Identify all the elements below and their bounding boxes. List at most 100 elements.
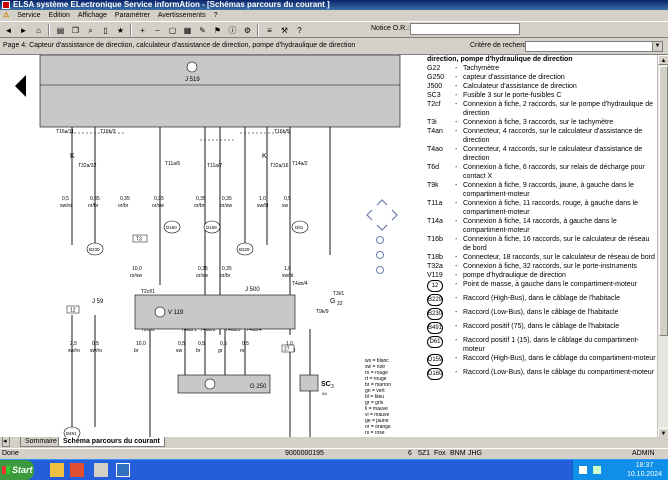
svg-text:sw/ro: sw/ro bbox=[90, 348, 102, 354]
legend-dash: - bbox=[455, 236, 458, 243]
ground-k-label: K bbox=[262, 153, 267, 160]
svg-text:rs = rose: rs = rose bbox=[365, 430, 385, 436]
svg-text:1,0: 1,0 bbox=[284, 266, 291, 272]
legend-row: T2cf-Connexion à fiche, 2 raccords, sur … bbox=[425, 100, 657, 118]
fit-icon[interactable]: ▢ bbox=[168, 26, 177, 35]
legend-desc: Connexion à fiche, 3 raccords, sur le ta… bbox=[463, 119, 614, 126]
search-icon[interactable]: ⌕ bbox=[88, 26, 93, 35]
elsa-task-icon[interactable] bbox=[116, 463, 130, 477]
legend-desc: Raccord (High-Bus), dans le câblage de l… bbox=[463, 295, 620, 302]
start-button[interactable]: Start bbox=[0, 460, 34, 480]
legend-row: V119-pompe d'hydraulique de direction bbox=[425, 271, 657, 280]
vertical-scrollbar[interactable]: ▲ ▼ bbox=[657, 55, 668, 438]
app-icon[interactable] bbox=[70, 463, 84, 477]
warning-icon: ⚠ bbox=[3, 12, 10, 19]
legend-dash: - bbox=[455, 65, 458, 72]
legend-desc: Point de masse, à gauche dans le compart… bbox=[463, 281, 637, 288]
status-code: 9000000195 bbox=[285, 450, 324, 457]
svg-text:or/br: or/br bbox=[118, 203, 129, 209]
app-icon bbox=[2, 1, 10, 9]
motor-icon bbox=[154, 306, 166, 318]
svg-text:br: br bbox=[196, 348, 201, 354]
legend-code: G250 bbox=[427, 74, 445, 81]
j519-block bbox=[39, 55, 401, 128]
pan-right-icon bbox=[391, 209, 398, 221]
connector-label: T14a/2 bbox=[292, 161, 308, 167]
legend-desc: Raccord positif (75), dans le câblage de… bbox=[463, 323, 620, 330]
badge-b229: B229 bbox=[239, 247, 250, 252]
folder-icon[interactable] bbox=[50, 463, 64, 477]
menu-service[interactable]: Service bbox=[17, 12, 41, 19]
pan-up-icon bbox=[376, 199, 388, 206]
tray-icon[interactable] bbox=[579, 466, 587, 474]
grid-icon[interactable]: ▦ bbox=[183, 26, 192, 35]
svg-text:sw/bl: sw/bl bbox=[282, 273, 293, 279]
connector-label: T32a/32 bbox=[78, 163, 97, 169]
legend-dash: - bbox=[455, 74, 458, 81]
notice-input[interactable] bbox=[410, 23, 520, 35]
svg-text:1,0: 1,0 bbox=[259, 196, 266, 202]
wrench-icon[interactable]: ⚒ bbox=[280, 26, 289, 35]
note-icon[interactable]: ✎ bbox=[199, 26, 206, 35]
scroll-thumb[interactable] bbox=[659, 66, 668, 336]
svg-text:ge = jaune: ge = jaune bbox=[365, 418, 389, 424]
pan-down-icon bbox=[376, 224, 388, 231]
legend-row: T6d-Connexion à fiche, 6 raccords, sur r… bbox=[425, 163, 657, 181]
tab-sommaire[interactable]: Sommaire bbox=[20, 437, 62, 447]
menu-parametrer[interactable]: Paramétrer bbox=[114, 12, 150, 19]
search-criteria-select[interactable]: ▼ bbox=[525, 41, 663, 52]
star-icon[interactable]: ★ bbox=[116, 26, 125, 35]
zoom-out-icon[interactable]: − bbox=[155, 26, 160, 35]
legend-code: T32a bbox=[427, 263, 443, 270]
svg-text:gn = vert: gn = vert bbox=[365, 388, 385, 394]
app-icon[interactable] bbox=[94, 463, 108, 477]
wiring-diagram: J 519 T16a/11 T16b/3 T16b/5 T32a/32 T11a… bbox=[39, 55, 401, 438]
legend-code: T14a bbox=[427, 218, 443, 225]
previous-page-icon[interactable] bbox=[15, 75, 26, 97]
print-icon[interactable]: ▤ bbox=[56, 26, 65, 35]
svg-text:br = marron: br = marron bbox=[365, 382, 391, 388]
copy-icon[interactable]: ❐ bbox=[71, 26, 80, 35]
zoom-out-icon bbox=[376, 251, 384, 259]
forward-icon[interactable]: ► bbox=[19, 26, 28, 35]
g250-block bbox=[177, 374, 271, 394]
document-icon[interactable]: ▯ bbox=[103, 26, 108, 35]
tray-icon[interactable] bbox=[593, 466, 601, 474]
legend-row: T9k-Connexion à fiche, 9 raccords, jaune… bbox=[425, 181, 657, 199]
legend-row: T16b-Connexion à fiche, 16 raccords, sur… bbox=[425, 235, 657, 253]
connector-label: T2cf/1 bbox=[141, 289, 155, 295]
flag-icon[interactable]: ⚑ bbox=[213, 26, 222, 35]
svg-text:br: br bbox=[134, 348, 139, 354]
legend-badge: D61 bbox=[427, 336, 443, 348]
scroll-up-icon[interactable]: ▲ bbox=[658, 55, 668, 65]
home-icon[interactable]: ⌂ bbox=[36, 26, 41, 35]
menu-affichage[interactable]: Affichage bbox=[77, 12, 107, 19]
svg-text:0,5: 0,5 bbox=[220, 341, 227, 347]
svg-text:or/br: or/br bbox=[220, 273, 231, 279]
back-icon[interactable]: ◄ bbox=[4, 26, 13, 35]
help-icon[interactable]: ? bbox=[297, 26, 302, 35]
zoom-in-icon[interactable]: + bbox=[140, 26, 145, 35]
svg-text:0,35: 0,35 bbox=[90, 196, 100, 202]
legend-desc: Connecteur, 4 raccords, sur le calculate… bbox=[463, 146, 643, 162]
settings-icon[interactable]: ⚙ bbox=[243, 26, 252, 35]
svg-text:or = orange: or = orange bbox=[365, 424, 391, 430]
j500-label: J 500 bbox=[245, 287, 260, 293]
list-icon[interactable]: ≡ bbox=[267, 26, 272, 35]
badge-b491: B491 bbox=[66, 431, 77, 436]
chevron-down-icon[interactable]: ▼ bbox=[652, 42, 662, 51]
sc3-amp: 5A bbox=[322, 391, 327, 396]
status-col5: JHG bbox=[468, 450, 482, 457]
tab-schema[interactable]: Schéma parcours du courant bbox=[58, 437, 165, 447]
svg-text:bl = bleu: bl = bleu bbox=[365, 394, 384, 400]
connector-label: T4ao/1 bbox=[181, 327, 197, 333]
legend-row: SC3-Fusible 3 sur le porte-fusibles C bbox=[425, 91, 657, 100]
menu-edition[interactable]: Edition bbox=[48, 12, 70, 19]
info-icon[interactable]: ⓘ bbox=[228, 26, 237, 35]
tab-scroll-left-icon[interactable]: ◂ bbox=[2, 437, 10, 447]
legend-dash: - bbox=[455, 309, 458, 316]
menu-avertissements[interactable]: Avertissements bbox=[157, 12, 206, 19]
svg-text:ws = blanc: ws = blanc bbox=[365, 358, 389, 364]
legend-dash: - bbox=[455, 295, 458, 302]
menu-help[interactable]: ? bbox=[213, 12, 218, 19]
